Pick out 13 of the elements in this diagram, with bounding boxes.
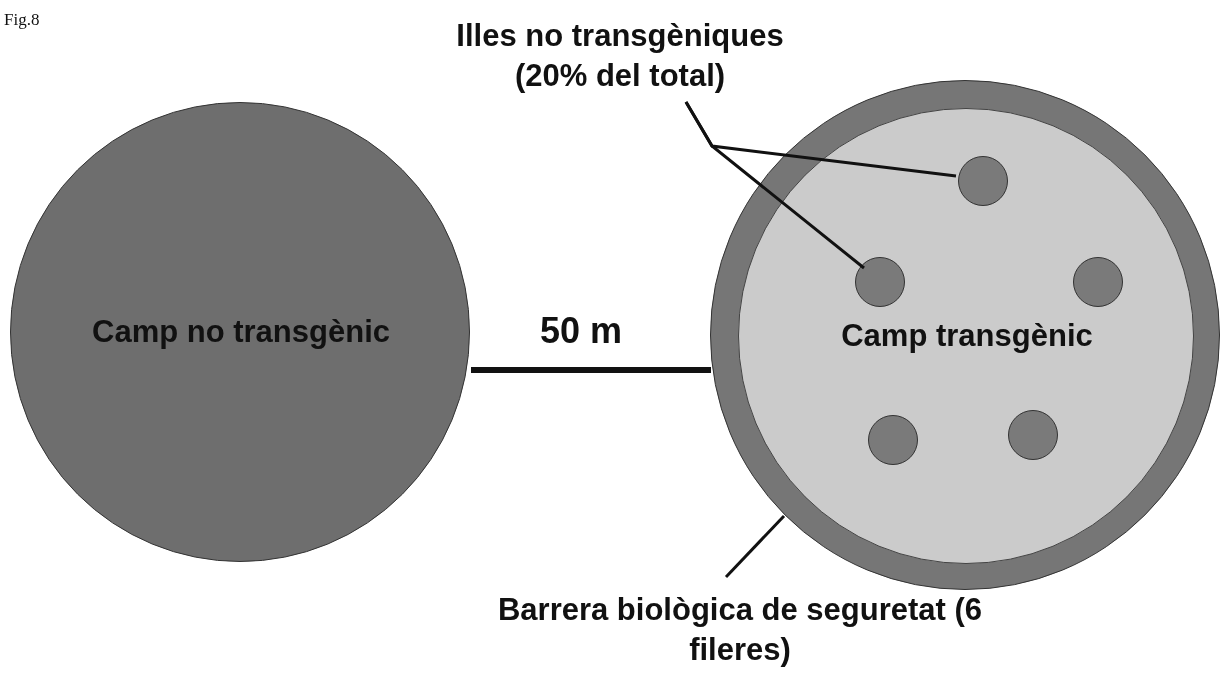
leader-line: [684, 101, 865, 270]
island-circle: [958, 156, 1008, 206]
island-circle: [868, 415, 918, 465]
callout-label: Barrera biològica de seguretat (6 fileres): [490, 590, 990, 674]
island-circle: [1008, 410, 1058, 460]
island-circle: [855, 257, 905, 307]
island-circle: [1073, 257, 1123, 307]
field-label: Camp transgènic: [840, 317, 1094, 355]
field-label: Camp no transgènic: [91, 313, 391, 351]
dimension-label: 50 m: [540, 310, 623, 352]
figure-number: Fig.8: [4, 10, 40, 30]
leader-line: [724, 514, 786, 579]
callout-label: Illes no transgèniques (20% del total): [455, 16, 785, 100]
